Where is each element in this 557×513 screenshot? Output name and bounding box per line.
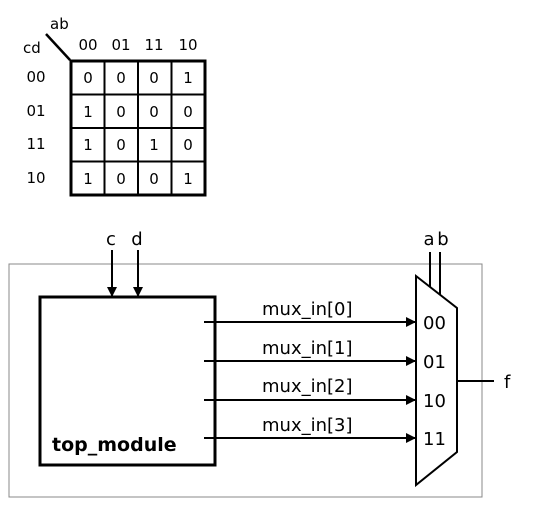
kmap-col-header: 01 bbox=[111, 36, 130, 54]
kmap-cell: 0 bbox=[83, 69, 93, 87]
kmap-cell: 0 bbox=[183, 103, 193, 121]
kmap-cell: 0 bbox=[149, 170, 159, 188]
kmap-corner-diagonal bbox=[45, 33, 71, 61]
kmap-col-headers: 00 01 11 10 bbox=[78, 36, 197, 54]
top-module-label: top_module bbox=[52, 434, 177, 456]
circuit: c d top_module mux_in[0] mux_in[1] mux_i… bbox=[8, 229, 511, 498]
karnaugh-map: ab cd 00 01 11 10 00 01 11 10 0 0 0 bbox=[23, 15, 207, 197]
kmap-cell: 0 bbox=[116, 136, 126, 154]
input-label-d: d bbox=[131, 229, 142, 250]
kmap-cell: 0 bbox=[116, 170, 126, 188]
kmap-cell: 0 bbox=[149, 69, 159, 87]
kmap-cell: 1 bbox=[83, 103, 93, 121]
mux-port-label: 10 bbox=[423, 391, 446, 412]
kmap-cell: 1 bbox=[183, 69, 193, 87]
kmap-cell: 1 bbox=[83, 170, 93, 188]
kmap-cell: 0 bbox=[116, 103, 126, 121]
kmap-col-header: 11 bbox=[144, 36, 163, 54]
select-label-a: a bbox=[423, 229, 434, 250]
signal-label: mux_in[2] bbox=[262, 376, 353, 397]
select-label-b: b bbox=[437, 229, 448, 250]
signal-label: mux_in[3] bbox=[262, 415, 353, 436]
kmap-cell: 1 bbox=[83, 136, 93, 154]
kmap-col-var: ab bbox=[50, 15, 69, 33]
kmap-cell: 0 bbox=[116, 69, 126, 87]
kmap-col-header: 00 bbox=[78, 36, 97, 54]
mux-port-label: 11 bbox=[423, 429, 446, 450]
kmap-row-header: 11 bbox=[26, 135, 45, 153]
kmap-cell: 0 bbox=[149, 103, 159, 121]
top-module-block bbox=[38, 295, 217, 467]
kmap-row-var: cd bbox=[23, 39, 41, 57]
signal-label: mux_in[0] bbox=[262, 299, 353, 320]
mux-port-label: 01 bbox=[423, 352, 446, 373]
mux-port-label: 00 bbox=[423, 313, 446, 334]
input-label-c: c bbox=[106, 229, 116, 250]
output-label: f bbox=[504, 372, 511, 393]
kmap-row-header: 10 bbox=[26, 169, 45, 187]
mux-4to1 bbox=[415, 273, 458, 488]
signal-label: mux_in[1] bbox=[262, 338, 353, 359]
kmap-row-header: 00 bbox=[26, 68, 45, 86]
kmap-col-header: 10 bbox=[178, 36, 197, 54]
kmap-row-header: 01 bbox=[26, 102, 45, 120]
kmap-grid bbox=[69, 59, 207, 197]
kmap-cells: 0 0 0 1 1 0 0 0 1 0 1 0 1 0 0 1 bbox=[83, 69, 193, 188]
kmap-cell: 1 bbox=[183, 170, 193, 188]
circuit-boundary bbox=[8, 263, 483, 498]
kmap-cell: 1 bbox=[149, 136, 159, 154]
kmap-cell: 0 bbox=[183, 136, 193, 154]
kmap-row-headers: 00 01 11 10 bbox=[26, 68, 45, 187]
